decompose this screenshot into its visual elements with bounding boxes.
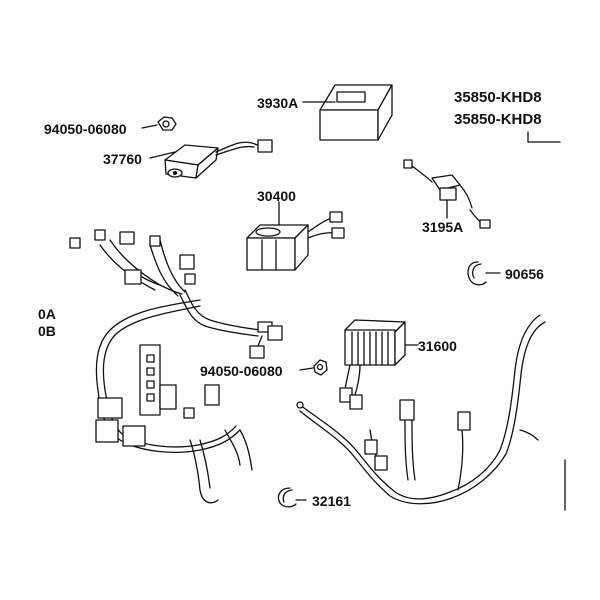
relay-box-icon (302, 84, 393, 141)
right-wire-harness (296, 314, 546, 505)
ignition-unit-icon (246, 201, 345, 271)
regulator-rectifier-icon (339, 319, 416, 410)
part-number-30400[interactable]: 30400 (257, 188, 296, 204)
hex-nut-icon (299, 359, 328, 376)
model-code-1: 35850-KHD8 (454, 89, 542, 106)
side-label-0b: 0B (38, 323, 56, 339)
hex-nut-icon (141, 116, 177, 131)
part-number-3195a[interactable]: 3195A (422, 219, 464, 235)
cable-band-icon (277, 487, 307, 508)
main-wire-harness (69, 229, 283, 504)
model-code-2: 35850-KHD8 (454, 111, 542, 128)
side-label-0a: 0A (38, 306, 56, 322)
part-number-32161[interactable]: 32161 (312, 493, 351, 509)
fuse-connector-icon (403, 159, 491, 229)
cable-clip-icon (467, 261, 501, 286)
part-number-37760[interactable]: 37760 (103, 151, 142, 167)
leader-lines (414, 131, 566, 511)
part-number-3930a[interactable]: 3930A (257, 95, 299, 111)
part-number-31600[interactable]: 31600 (418, 338, 457, 354)
part-number-94050-06080-mid[interactable]: 94050-06080 (200, 363, 283, 379)
part-number-90656[interactable]: 90656 (505, 266, 544, 282)
part-number-94050-06080-top[interactable]: 94050-06080 (44, 121, 127, 137)
sensor-module-icon (149, 139, 273, 179)
